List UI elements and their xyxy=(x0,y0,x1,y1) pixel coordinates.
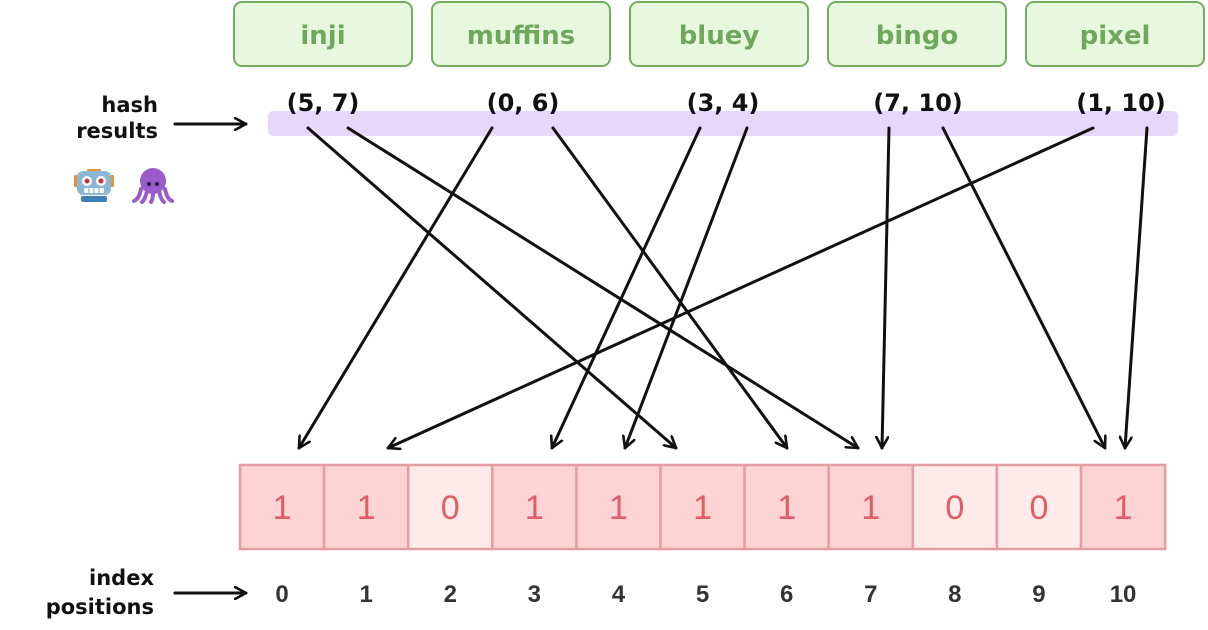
bit-value: 0 xyxy=(441,489,460,527)
arrow-bingo-to-7 xyxy=(882,126,891,450)
bit-value: 1 xyxy=(273,489,292,527)
index-label-3: 3 xyxy=(528,581,541,608)
word-box-pixel: pixel xyxy=(1025,1,1205,67)
bit-cell-1: 1 xyxy=(322,463,410,551)
index-label-4: 4 xyxy=(612,581,626,608)
arrow-inji-to-5 xyxy=(306,126,678,450)
index-label-2: 2 xyxy=(444,581,457,608)
bit-value: 1 xyxy=(777,489,796,527)
bit-value: 1 xyxy=(609,489,628,527)
word-list: inji muffins bluey bingo pixel xyxy=(233,1,1205,67)
word-box-bluey: bluey xyxy=(629,1,809,67)
word-box-muffins: muffins xyxy=(431,1,611,67)
bit-cell-4: 1 xyxy=(575,463,662,551)
bit-cell-3: 1 xyxy=(491,463,578,551)
bit-cell-2: 0 xyxy=(406,463,494,551)
index-label-6: 6 xyxy=(780,581,793,608)
index-label-7: 7 xyxy=(864,581,877,608)
bit-value: 0 xyxy=(1029,489,1048,527)
index-positions-label: index positions xyxy=(46,566,248,619)
robot-icon xyxy=(74,169,114,202)
arrow-muffins-to-6 xyxy=(551,126,789,450)
bit-value: 1 xyxy=(861,489,880,527)
bit-value: 1 xyxy=(525,489,544,527)
index-positions: 0 1 2 3 4 5 6 7 8 9 10 xyxy=(275,581,1136,608)
bit-value: 1 xyxy=(357,489,376,527)
hash-results-label: hash results xyxy=(76,93,248,143)
octopus-icon xyxy=(132,168,174,204)
bit-cell-8: 0 xyxy=(911,463,999,551)
word-label: pixel xyxy=(1080,21,1151,51)
arrow-pixel-to-1 xyxy=(386,126,1095,448)
bit-cell-9: 0 xyxy=(995,463,1083,551)
hash-result-bluey: (3, 4) xyxy=(687,89,760,117)
arrow-inji-to-7 xyxy=(346,126,860,450)
bit-cell-6: 1 xyxy=(743,463,830,551)
arrow-bluey-to-3 xyxy=(552,126,702,450)
word-label: muffins xyxy=(467,21,576,51)
hash-mapping-arrows xyxy=(297,126,1149,450)
bit-value: 1 xyxy=(693,489,712,527)
hash-results-label-line2: results xyxy=(76,119,158,143)
bit-value: 1 xyxy=(1114,489,1133,527)
hash-results: (5, 7) (0, 6) (3, 4) (7, 10) (1, 10) xyxy=(287,89,1166,117)
word-label: inji xyxy=(300,21,345,51)
bit-cell-10: 1 xyxy=(1079,463,1167,551)
index-label-1: 1 xyxy=(359,581,372,608)
hash-result-bingo: (7, 10) xyxy=(873,89,963,117)
arrow-muffins-to-0 xyxy=(297,126,494,450)
bit-value: 0 xyxy=(945,489,964,527)
hash-result-pixel: (1, 10) xyxy=(1076,89,1166,117)
bit-cell-5: 1 xyxy=(659,463,746,551)
word-label: bluey xyxy=(679,21,760,51)
index-positions-label-line2: positions xyxy=(46,595,154,619)
index-label-0: 0 xyxy=(275,581,288,608)
word-box-inji: inji xyxy=(233,1,413,67)
index-label-10: 10 xyxy=(1110,581,1137,608)
index-label-9: 9 xyxy=(1032,581,1045,608)
index-positions-label-line1: index xyxy=(89,566,154,590)
word-label: bingo xyxy=(876,21,959,51)
hash-results-band xyxy=(268,111,1178,136)
hash-result-muffins: (0, 6) xyxy=(487,89,560,117)
bit-cell-7: 1 xyxy=(827,463,915,551)
bit-cell-0: 1 xyxy=(238,463,326,551)
index-label-8: 8 xyxy=(948,581,961,608)
hash-results-label-line1: hash xyxy=(101,93,158,117)
index-label-5: 5 xyxy=(696,581,709,608)
arrow-pixel-to-10 xyxy=(1125,126,1149,450)
word-box-bingo: bingo xyxy=(827,1,1007,67)
arrow-bluey-to-4 xyxy=(625,126,749,450)
bit-array: 1 1 0 1 1 1 1 1 0 0 1 xyxy=(238,463,1167,551)
hash-result-inji: (5, 7) xyxy=(287,89,360,117)
arrow-bingo-to-10 xyxy=(941,126,1105,450)
